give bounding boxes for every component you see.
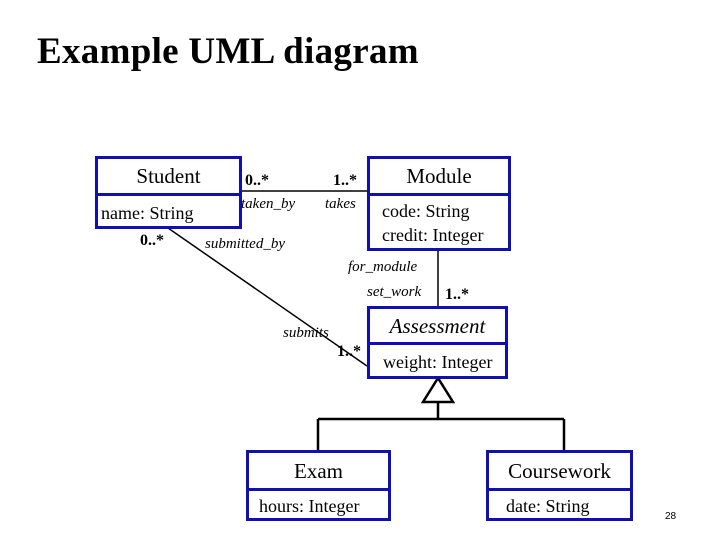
class-student-attributes: name: String [98,196,239,225]
role-submits: submits [283,325,329,341]
generalization-arrowhead [420,375,456,404]
page-number: 28 [665,511,677,522]
attribute: hours: Integer [259,496,360,516]
slide-title: Example UML diagram [37,31,419,72]
class-module-attributes: code: String credit: Integer [370,196,508,247]
multiplicity-module-assessment-assessment: 1..* [445,286,469,303]
class-student[interactable]: Student name: String [95,156,242,229]
role-submitted-by: submitted_by [205,236,285,252]
attribute: weight: Integer [383,352,493,372]
multiplicity-student-assessment-assessment: 1..* [337,343,361,360]
role-takes: takes [325,196,356,212]
class-module-name: Module [370,159,508,196]
multiplicity-student-assessment-student: 0..* [140,232,164,249]
class-coursework[interactable]: Coursework date: String [486,450,633,521]
role-for-module: for_module [348,259,418,275]
class-module[interactable]: Module code: String credit: Integer [367,156,511,251]
multiplicity-student-module-module: 1..* [333,172,357,189]
class-assessment-attributes: weight: Integer [370,345,505,374]
class-assessment-name: Assessment [370,309,505,345]
class-student-name: Student [98,159,239,196]
class-exam-attributes: hours: Integer [249,491,388,518]
attribute: credit: Integer [382,225,484,245]
class-exam-name: Exam [249,453,388,491]
association-student-assessment [167,227,368,367]
class-assessment[interactable]: Assessment weight: Integer [367,306,508,379]
role-set-work: set_work [367,284,422,300]
multiplicity-student-module-student: 0..* [245,172,269,189]
class-coursework-attributes: date: String [489,491,630,518]
attribute: date: String [506,496,590,516]
role-taken-by: taken_by [241,196,296,212]
class-exam[interactable]: Exam hours: Integer [246,450,391,521]
attribute: code: String [382,201,470,221]
attribute: name: String [101,203,194,223]
class-coursework-name: Coursework [489,453,630,491]
